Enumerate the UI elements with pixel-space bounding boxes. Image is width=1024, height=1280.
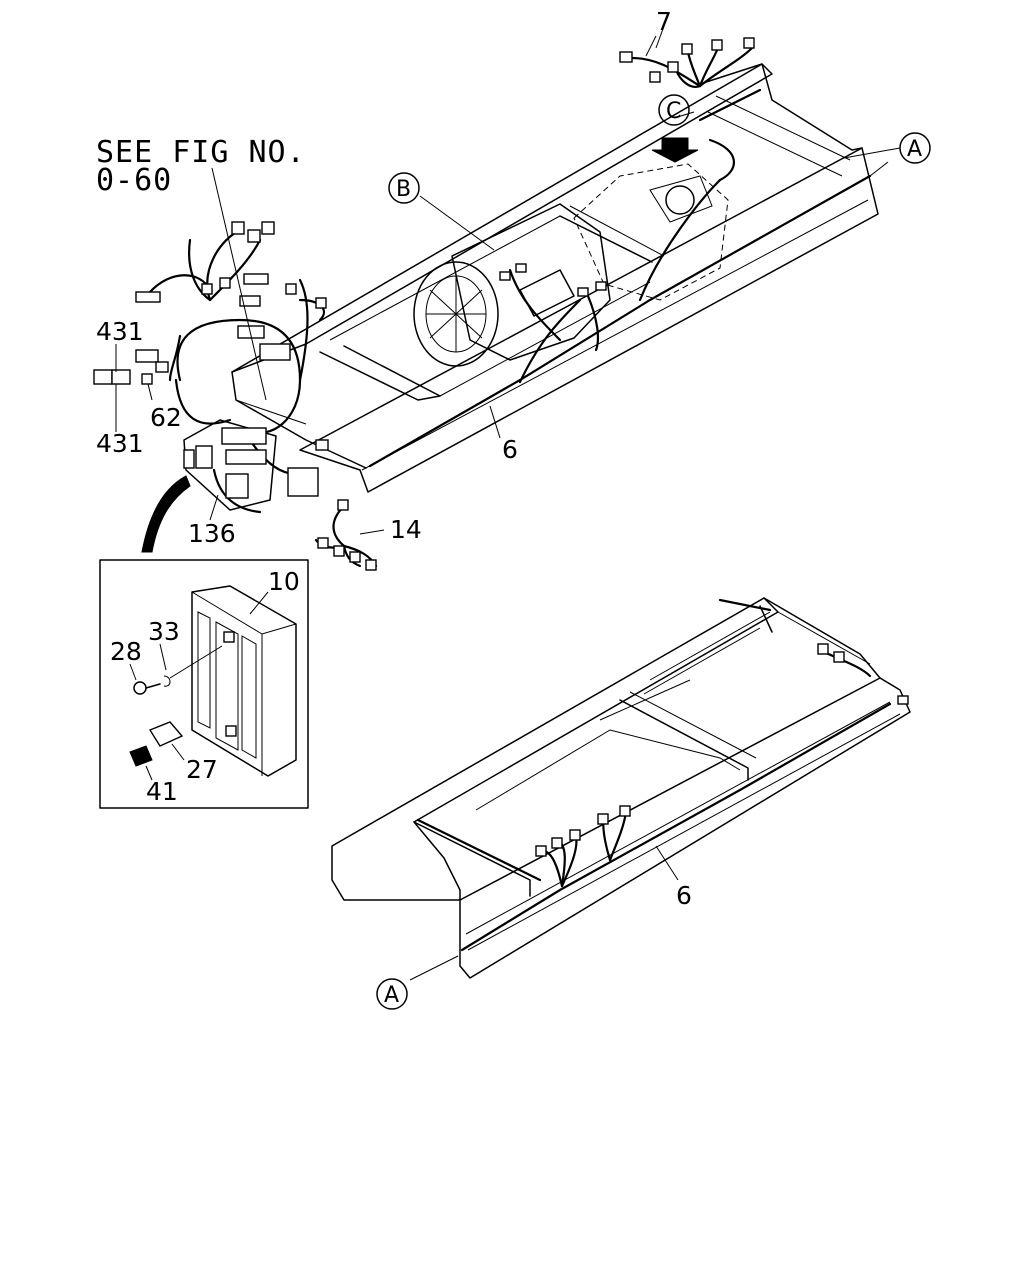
note-line-1: SEE FIG NO. [96,135,306,170]
callout-b-label: B [396,177,411,202]
label-part-27: 27 [186,755,218,784]
detail-inset [99,559,309,809]
label-part-33: 33 [148,617,180,646]
harness-lower-rail [409,598,909,981]
label-part-7: 7 [656,7,672,36]
cab-harness-cluster [93,221,329,514]
relay-box-136 [141,419,277,553]
callout-b: B [388,172,420,204]
label-part-62: 62 [150,403,182,432]
callout-a-top: A [899,132,931,164]
callout-a-bottom-label: A [384,983,399,1008]
lower-chassis-frame [331,597,911,979]
harness-part-14 [314,499,385,571]
label-part-10: 10 [268,567,300,596]
label-part-14: 14 [390,515,422,544]
harness-part-7 [619,35,755,88]
label-part-28: 28 [110,637,142,666]
part-labels: 7 431 431 62 6 136 14 10 33 28 27 41 6 [96,7,692,910]
callout-a-top-label: A [907,137,922,162]
label-part-136: 136 [188,519,236,548]
label-part-431-bottom: 431 [96,429,144,458]
harness-upper-rail [368,88,889,468]
callout-c: C [658,94,690,126]
reference-note: SEE FIG NO. 0-60 [96,135,306,198]
upper-chassis-frame [231,63,879,493]
upper-leader-lines [211,25,901,439]
engine-assembly [413,137,729,367]
note-line-2: 0-60 [96,163,172,198]
label-part-431-top: 431 [96,317,144,346]
callout-c-label: C [666,99,681,124]
label-part-41: 41 [146,777,178,806]
label-part-6-bottom: 6 [676,881,692,910]
callout-a-bottom: A [376,978,408,1010]
label-part-6-top: 6 [502,435,518,464]
